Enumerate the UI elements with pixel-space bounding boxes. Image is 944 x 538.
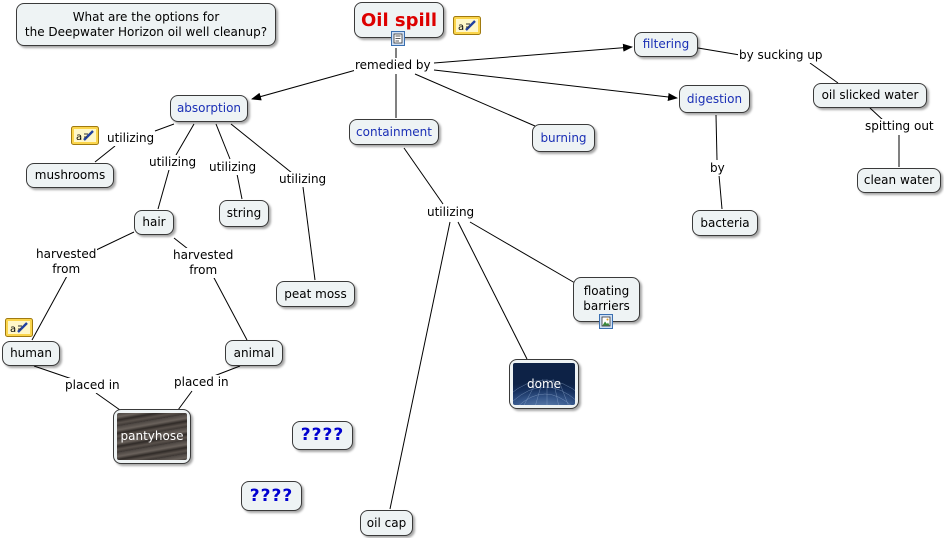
svg-text:a: a — [76, 132, 82, 143]
link-utilizing[interactable]: utilizing — [278, 172, 328, 187]
dome-grid-pattern — [513, 378, 575, 405]
link-utilizing[interactable]: utilizing — [426, 205, 476, 220]
line-by-bacteria — [718, 174, 723, 210]
line-filtering-sucking — [697, 47, 741, 56]
focus-question[interactable]: What are the options for the Deepwater H… — [16, 3, 276, 46]
link-placed-in[interactable]: placed in — [173, 375, 230, 390]
concept-oil-slicked-water[interactable]: oil slicked water — [813, 83, 927, 108]
note-a-pencil-icon[interactable]: a — [453, 16, 481, 35]
link-harvested-from[interactable]: harvested from — [172, 248, 235, 278]
line-utilizing3-string — [236, 173, 243, 200]
concept-pantyhose[interactable]: pantyhose — [113, 409, 191, 464]
note-a-pencil-icon[interactable]: a — [71, 126, 99, 145]
svg-text:a: a — [458, 22, 464, 33]
line-to-burning — [414, 73, 536, 127]
concept-unknown[interactable]: ???? — [292, 421, 353, 450]
image-icon[interactable] — [599, 314, 613, 329]
link-by-sucking-up[interactable]: by sucking up — [738, 48, 824, 63]
arrow-to-digestion — [433, 69, 678, 101]
line-oilwater-spitting — [869, 107, 885, 122]
link-spitting-out[interactable]: spitting out — [864, 119, 935, 134]
line-utilizing4-peatmoss — [302, 186, 316, 281]
arrow-to-filtering — [433, 43, 633, 64]
concept-unknown[interactable]: ???? — [241, 481, 302, 511]
concept-filtering[interactable]: filtering — [634, 32, 698, 57]
line-absorption-utilizing2 — [175, 123, 195, 156]
line-placedin-pantyhose1 — [95, 392, 121, 411]
concept-containment[interactable]: containment — [349, 119, 439, 145]
link-placed-in[interactable]: placed in — [64, 378, 121, 393]
line-utilizing-dome — [457, 221, 528, 360]
line-utilizing1-mushrooms — [94, 145, 116, 163]
svg-text:a: a — [10, 324, 16, 335]
pantyhose-label: pantyhose — [120, 429, 184, 443]
line-harvested1-human — [31, 275, 68, 341]
document-icon[interactable] — [391, 31, 405, 46]
line-harvested2-animal — [212, 275, 248, 341]
line-animal-placedin — [213, 365, 241, 377]
link-utilizing[interactable]: utilizing — [106, 131, 156, 146]
link-utilizing[interactable]: utilizing — [148, 155, 198, 170]
pantyhose-image: pantyhose — [117, 413, 187, 460]
concept-clean-water[interactable]: clean water — [857, 168, 941, 193]
concept-peat-moss[interactable]: peat moss — [276, 281, 355, 307]
concept-bacteria[interactable]: bacteria — [692, 210, 758, 236]
line-placedin-pantyhose2 — [177, 390, 193, 411]
concept-mushrooms[interactable]: mushrooms — [26, 163, 114, 188]
dome-label: dome — [526, 376, 562, 391]
link-remedied-by[interactable]: remedied by — [354, 58, 432, 73]
line-digestion-by — [715, 114, 718, 161]
concept-oil-cap[interactable]: oil cap — [360, 510, 413, 536]
concept-human[interactable]: human — [2, 341, 60, 366]
line-utilizing-barriers — [469, 221, 576, 284]
concept-dome[interactable]: dome — [509, 359, 579, 409]
line-hair-harvested1 — [91, 231, 135, 253]
line-utilizing-oilcap — [389, 221, 451, 510]
line-absorption-utilizing3 — [215, 123, 231, 160]
concept-digestion[interactable]: digestion — [679, 85, 750, 113]
line-hair-harvested2 — [173, 237, 189, 250]
line-utilizing2-hair — [157, 169, 170, 210]
concept-hair[interactable]: hair — [134, 210, 174, 235]
concept-animal[interactable]: animal — [225, 340, 283, 366]
line-absorption-utilizing4 — [230, 123, 293, 174]
concept-string[interactable]: string — [219, 200, 269, 227]
concept-burning[interactable]: burning — [532, 124, 595, 152]
line-absorption-utilizing1 — [154, 123, 175, 132]
line-human-placedin — [33, 365, 73, 380]
concept-absorption[interactable]: absorption — [170, 95, 248, 122]
link-harvested-from[interactable]: harvested from — [35, 247, 98, 277]
concept-oil-spill[interactable]: Oil spill — [354, 2, 444, 38]
line-containment-utilizing — [403, 147, 444, 205]
link-by[interactable]: by — [709, 161, 726, 176]
note-a-pencil-icon[interactable]: a — [5, 318, 33, 337]
dome-image: dome — [513, 363, 575, 405]
arrow-to-absorption — [251, 69, 357, 101]
line-sucking-oilwater — [809, 62, 839, 84]
link-utilizing[interactable]: utilizing — [208, 160, 258, 175]
